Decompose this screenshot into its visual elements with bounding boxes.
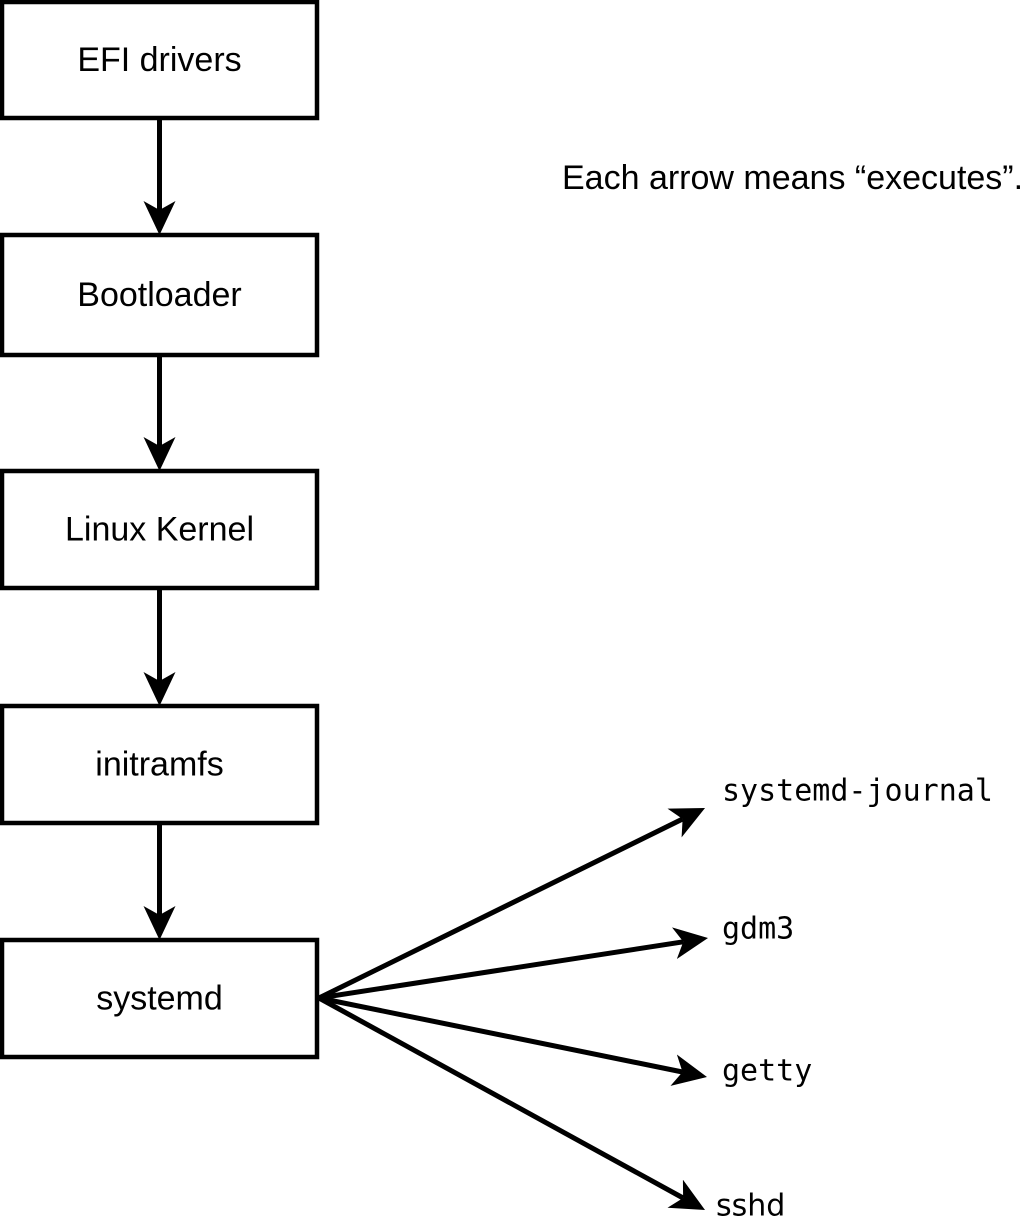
- process-label-systemd-journal: systemd-journal: [722, 774, 993, 809]
- arrow-systemd-to-systemd-journal: [317, 807, 706, 1001]
- flow-box-rect: [0, 232, 320, 358]
- flow-box-efi-drivers: EFI drivers: [0, 0, 320, 121]
- process-label-sshd: sshd: [716, 1189, 785, 1224]
- flow-box-label: Linux Kernel: [65, 511, 254, 549]
- arrow-systemd-to-sshd: [317, 995, 706, 1211]
- flow-box-systemd: systemd: [0, 937, 320, 1060]
- process-label-getty: getty: [722, 1054, 812, 1089]
- annotation-text: Each arrow means “executes”.: [562, 159, 1023, 197]
- flow-box-label: EFI drivers: [77, 41, 241, 79]
- flow-box-label: Bootloader: [77, 276, 241, 314]
- flow-box-initramfs: initramfs: [0, 703, 320, 826]
- flow-box-rect: [0, 937, 320, 1060]
- flow-box-rect: [0, 703, 320, 826]
- arrow-systemd-to-gdm3: [318, 927, 709, 1001]
- flow-box-bootloader: Bootloader: [0, 232, 320, 358]
- flow-box-rect: [0, 0, 320, 121]
- flow-box-label: initramfs: [95, 746, 223, 784]
- arrow-systemd-to-getty: [318, 995, 707, 1086]
- flow-box-label: systemd: [96, 980, 223, 1018]
- process-label-gdm3: gdm3: [722, 912, 794, 947]
- flow-box-linux-kernel: Linux Kernel: [0, 468, 320, 591]
